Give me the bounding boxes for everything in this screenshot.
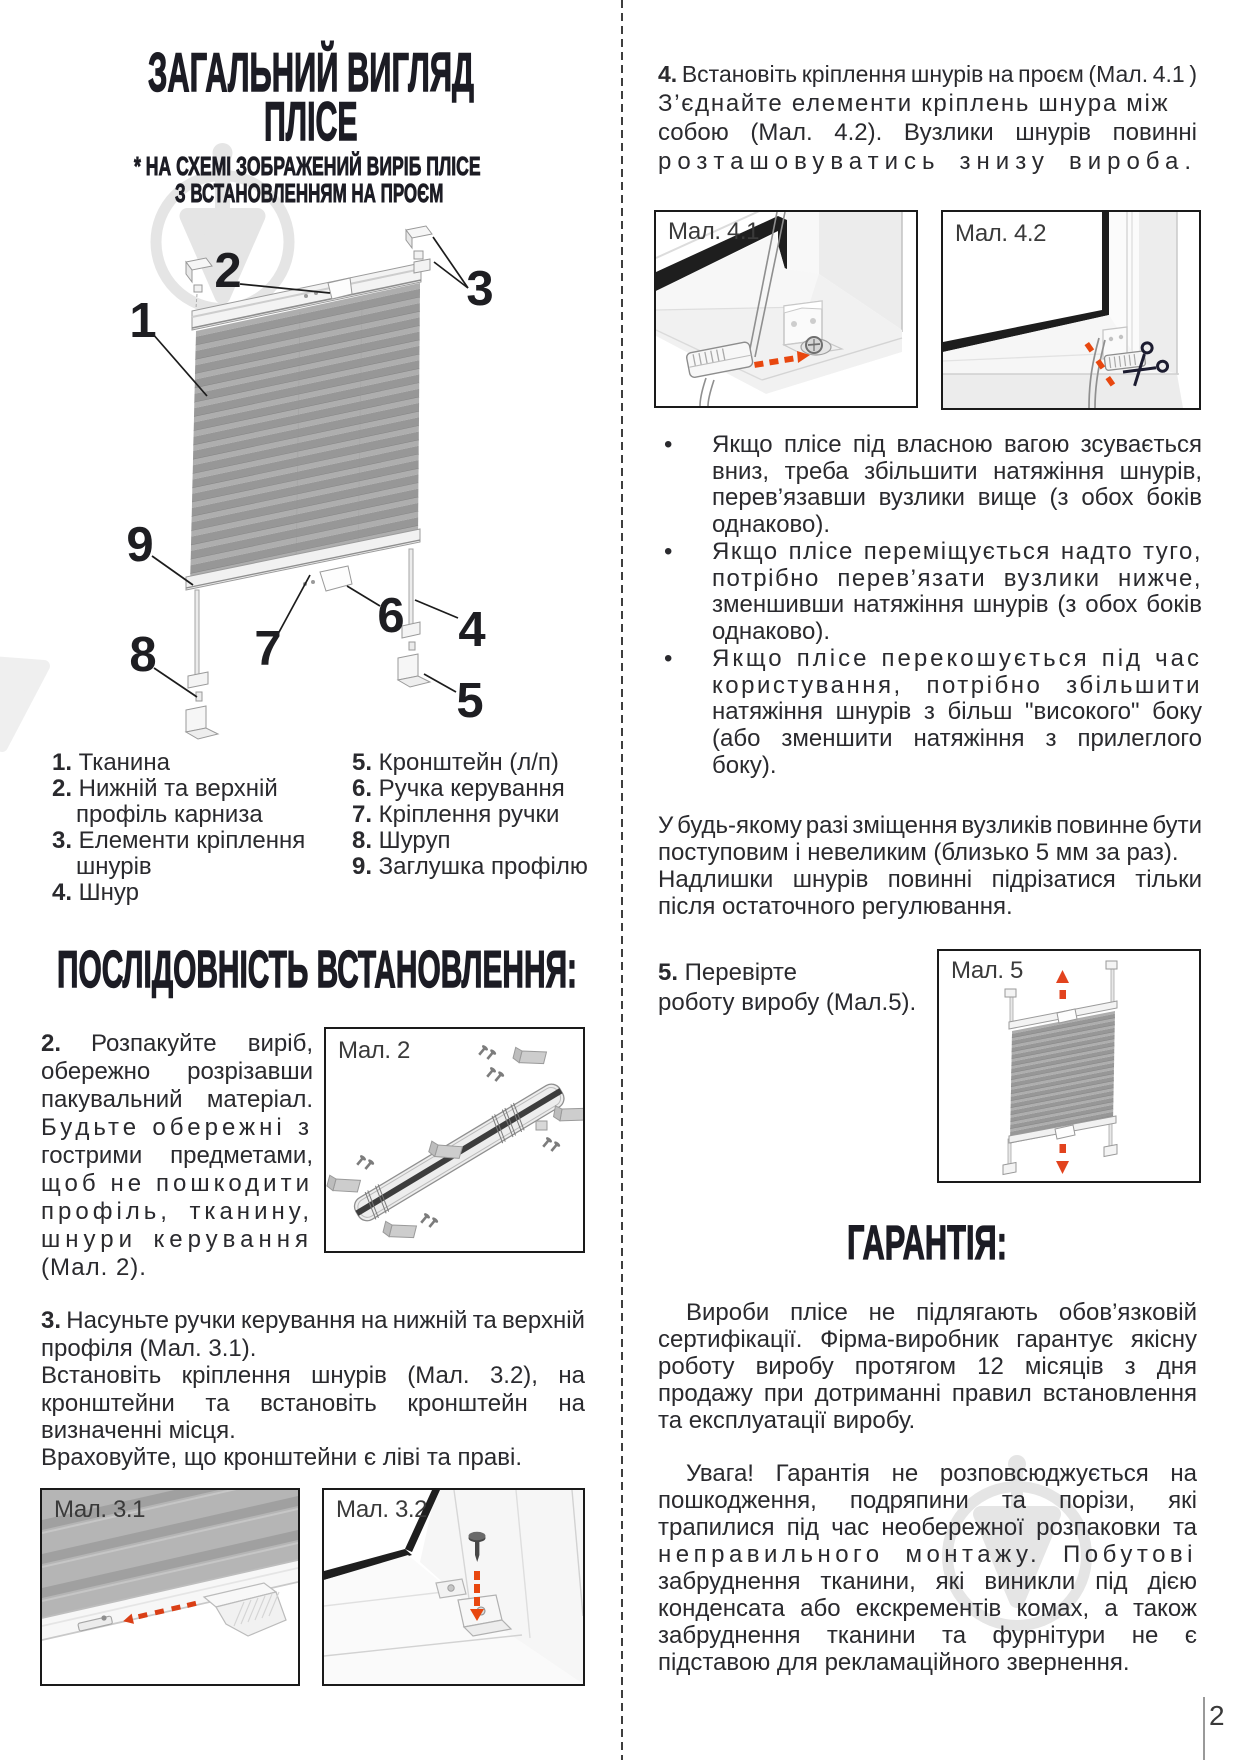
- svg-text:1: 1: [129, 294, 156, 348]
- svg-text:6: 6: [377, 589, 404, 643]
- svg-text:5: 5: [456, 674, 483, 728]
- svg-text:4: 4: [458, 603, 485, 657]
- svg-text:3: 3: [466, 262, 493, 316]
- svg-text:8: 8: [129, 628, 156, 682]
- svg-text:7: 7: [254, 622, 281, 676]
- svg-text:2: 2: [214, 244, 241, 298]
- svg-text:9: 9: [126, 518, 153, 572]
